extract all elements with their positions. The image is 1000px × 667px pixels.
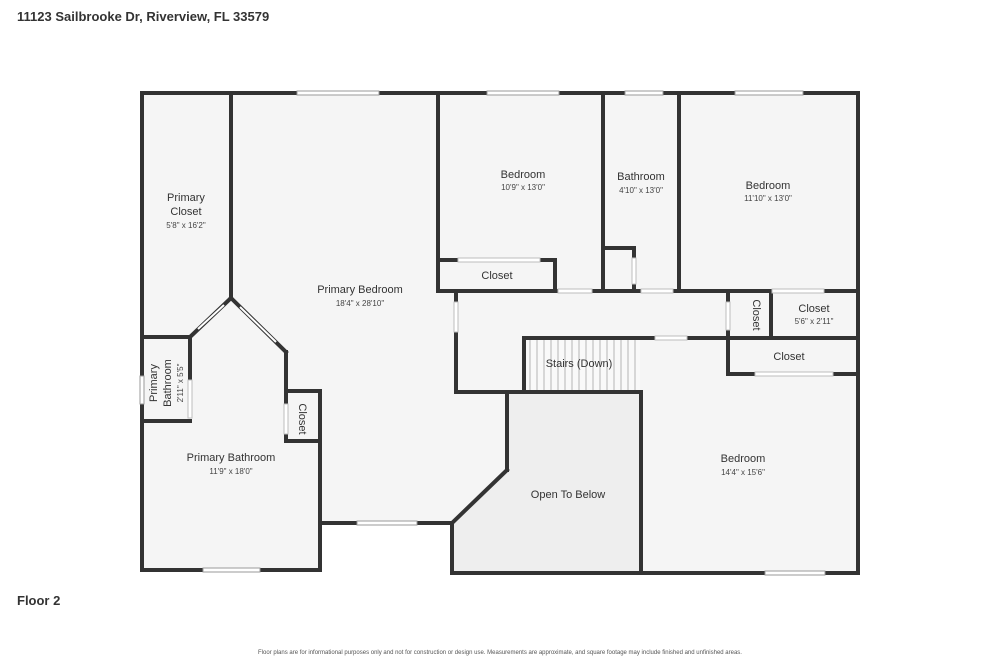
primary-closet-label-2: Closet [170, 206, 201, 218]
primary-bathroom-small-label-1: Primary [148, 364, 160, 402]
primary-bathroom-label: Primary Bathroom [187, 452, 276, 464]
primary-bathroom-small-label-2: Bathroom [162, 359, 174, 407]
closet-primary-label: Closet [296, 403, 308, 434]
diagonal-door-openings [197, 304, 277, 343]
closet-bedroom-3-label: Closet [773, 351, 804, 363]
primary-closet-dims: 5'8" x 16'2" [166, 221, 206, 230]
door-openings [187, 257, 834, 435]
bedroom-1-dims: 10'9" x 13'0" [501, 183, 545, 192]
bedroom-3-dims: 14'4" x 15'6" [721, 468, 765, 477]
stairs [524, 340, 640, 390]
bathroom-dims: 4'10" x 13'0" [619, 186, 663, 195]
closet-bedroom-1-label: Closet [481, 270, 512, 282]
open-to-below-label: Open To Below [531, 489, 605, 501]
address-title: 11123 Sailbrooke Dr, Riverview, FL 33579 [17, 9, 270, 24]
bathroom-label: Bathroom [617, 171, 665, 183]
room-labels: Primary Closet 5'8" x 16'2" Primary Bedr… [148, 169, 834, 501]
floor-label: Floor 2 [17, 593, 61, 608]
disclaimer: Floor plans are for informational purpos… [258, 650, 742, 656]
closet-hall-dims: 5'6" x 2'11" [795, 317, 834, 326]
closet-hall-label: Closet [798, 303, 829, 315]
closet-small-vertical-label: Closet [750, 299, 762, 330]
primary-bedroom-dims: 18'4" x 28'10" [336, 299, 384, 308]
bedroom-3-label: Bedroom [721, 453, 766, 465]
primary-bathroom-dims: 11'9" x 18'0" [209, 467, 252, 476]
primary-bedroom-label: Primary Bedroom [317, 284, 403, 296]
primary-bathroom-small-dims: 2'11" x 5'5" [176, 363, 185, 402]
primary-closet-label-1: Primary [167, 192, 205, 204]
bedroom-2-label: Bedroom [746, 180, 791, 192]
open-to-below-area [452, 392, 641, 573]
bedroom-1-label: Bedroom [501, 169, 546, 181]
windows [139, 90, 826, 576]
walls [140, 91, 860, 575]
stairs-label: Stairs (Down) [546, 358, 613, 370]
bedroom-2-dims: 11'10" x 13'0" [744, 194, 792, 203]
